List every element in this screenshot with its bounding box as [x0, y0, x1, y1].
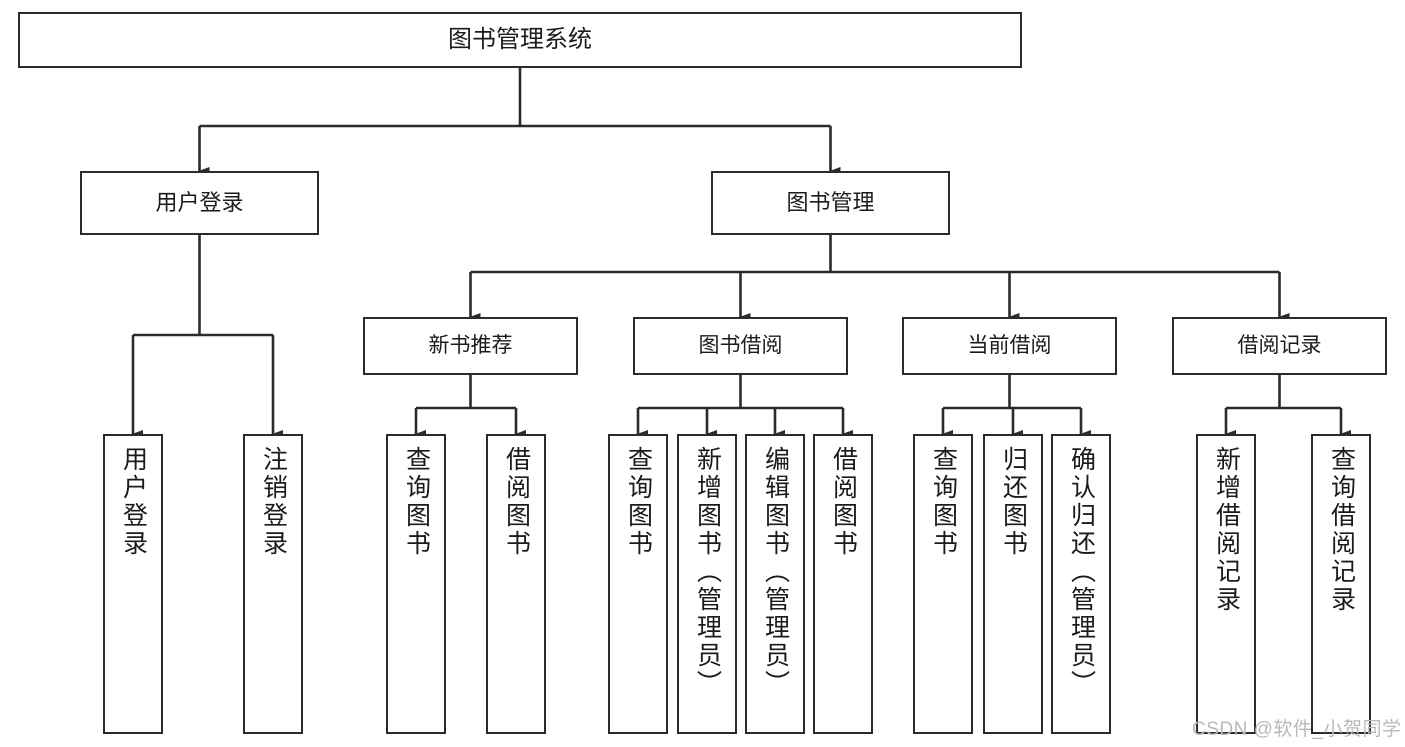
node-leaf-edit-book-label: 编辑图书（管理员） [761, 446, 790, 698]
node-leaf-query-book-borrow[interactable]: 查询图书 [608, 434, 668, 734]
node-leaf-confirm-return[interactable]: 确认归还（管理员） [1051, 434, 1111, 734]
node-leaf-return-book[interactable]: 归还图书 [983, 434, 1043, 734]
node-leaf-logout[interactable]: 注销登录 [243, 434, 303, 734]
node-current-borrow[interactable]: 当前借阅 [902, 317, 1117, 375]
node-new-book-recommend[interactable]: 新书推荐 [363, 317, 578, 375]
node-leaf-query-book-recommend[interactable]: 查询图书 [386, 434, 446, 734]
node-user-login[interactable]: 用户登录 [80, 171, 319, 235]
node-current-borrow-label: 当前借阅 [967, 333, 1052, 357]
node-leaf-query-book-current[interactable]: 查询图书 [913, 434, 973, 734]
node-leaf-edit-book[interactable]: 编辑图书（管理员） [745, 434, 805, 734]
node-leaf-borrow-book-label: 借阅图书 [829, 446, 858, 558]
node-leaf-query-book-borrow-label: 查询图书 [624, 446, 653, 558]
node-leaf-borrow-book-recommend[interactable]: 借阅图书 [486, 434, 546, 734]
node-book-manage[interactable]: 图书管理 [711, 171, 950, 235]
node-leaf-query-borrow-record-label: 查询借阅记录 [1327, 446, 1356, 614]
node-leaf-borrow-book-recommend-label: 借阅图书 [502, 446, 531, 558]
node-new-book-recommend-label: 新书推荐 [428, 333, 513, 357]
watermark-credit: CSDN @软件_小贺同学 [1192, 719, 1402, 740]
node-book-borrow-label: 图书借阅 [698, 333, 783, 357]
node-leaf-logout-label: 注销登录 [259, 446, 288, 558]
node-leaf-add-borrow-record[interactable]: 新增借阅记录 [1196, 434, 1256, 734]
node-borrow-record-label: 借阅记录 [1237, 333, 1322, 357]
node-leaf-add-borrow-record-label: 新增借阅记录 [1212, 446, 1241, 614]
node-book-manage-label: 图书管理 [786, 190, 875, 216]
node-leaf-confirm-return-label: 确认归还（管理员） [1067, 446, 1096, 698]
node-book-borrow[interactable]: 图书借阅 [633, 317, 848, 375]
node-root-label: 图书管理系统 [448, 25, 592, 53]
node-leaf-user-login-label: 用户登录 [119, 446, 148, 558]
node-user-login-label: 用户登录 [155, 190, 244, 216]
node-leaf-query-borrow-record[interactable]: 查询借阅记录 [1311, 434, 1371, 734]
node-borrow-record[interactable]: 借阅记录 [1172, 317, 1387, 375]
node-leaf-user-login[interactable]: 用户登录 [103, 434, 163, 734]
node-leaf-add-book-label: 新增图书（管理员） [693, 446, 722, 698]
node-leaf-add-book[interactable]: 新增图书（管理员） [677, 434, 737, 734]
node-root[interactable]: 图书管理系统 [18, 12, 1022, 68]
node-leaf-borrow-book[interactable]: 借阅图书 [813, 434, 873, 734]
node-leaf-query-book-recommend-label: 查询图书 [402, 446, 431, 558]
node-leaf-return-book-label: 归还图书 [999, 446, 1028, 558]
node-leaf-query-book-current-label: 查询图书 [929, 446, 958, 558]
